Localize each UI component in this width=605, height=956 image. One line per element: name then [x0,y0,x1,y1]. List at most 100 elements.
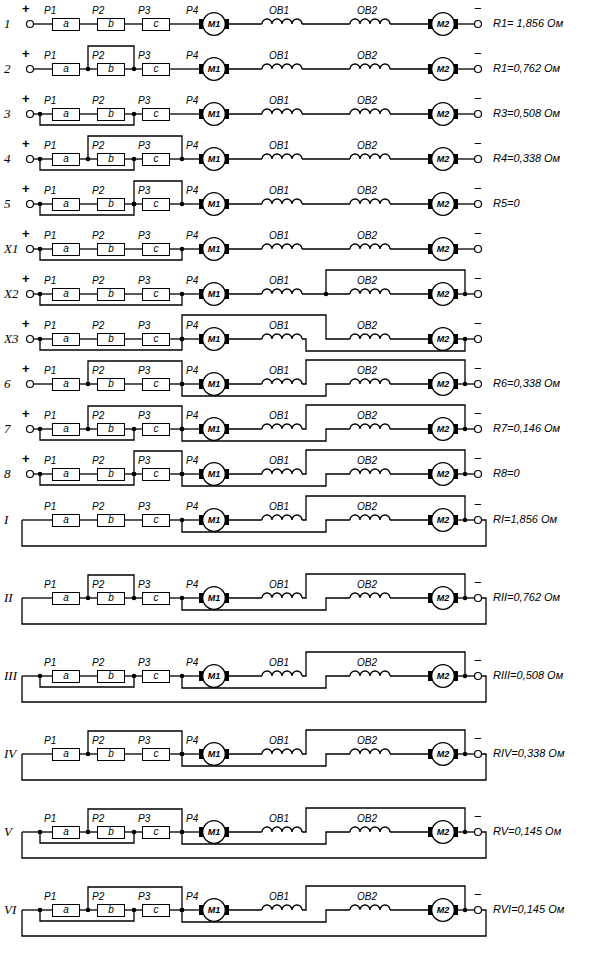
terminal [27,21,34,28]
winding-label: ОВ2 [356,501,378,512]
contactor-label: P2 [91,735,105,746]
resistor-name: a [63,244,69,254]
series-wire [80,248,97,249]
terminal [475,21,482,28]
series-wire [170,753,202,754]
series-wire [170,293,202,294]
junction-dot [38,830,43,835]
field-winding [350,671,390,676]
wire [229,675,262,676]
resistor-box: b [97,333,125,346]
motor-circle: M1 [202,282,226,306]
terminal [27,291,34,298]
terminal [475,291,482,298]
row-number: X1 [3,242,19,256]
series-wire [125,68,142,69]
resistor-name: c [154,154,159,164]
wire [458,158,475,159]
contactor-label: P1 [43,501,57,512]
resistor-box: a [52,378,80,391]
resistor-box: c [142,18,170,31]
motor-outline [432,13,455,36]
motor-circle: M1 [202,417,226,441]
winding-label: ОВ1 [268,501,290,512]
series-wire [80,158,97,159]
motor-outline [432,193,455,216]
motor-circle: M1 [202,742,226,766]
wire [390,753,428,754]
series-wire [80,675,97,676]
wire [34,473,53,474]
row-number: III [3,669,18,683]
wire [22,832,486,858]
resistor-name: c [154,334,159,344]
field-winding [262,109,302,114]
wire [229,338,262,339]
polarity-sign: − [473,3,483,15]
motor-name: M1 [208,827,221,837]
motor-outline [203,13,226,36]
motor-circle: M2 [431,147,455,171]
wire [390,519,428,520]
series-wire [170,68,202,69]
polarity-sign: + [21,318,31,330]
wire [22,520,486,546]
terminal [27,471,34,478]
junction-dot [463,292,468,297]
junction-dot [38,472,43,477]
wire [229,113,262,114]
resistor-name: c [154,671,159,681]
contactor-label: P1 [43,140,57,151]
wire [229,203,262,204]
wire [302,68,350,69]
field-winding [262,64,302,69]
wire [34,338,53,339]
motor-outline [203,821,226,844]
wire [34,383,53,384]
resistor-box: a [52,63,80,76]
row-number: 3 [3,107,12,121]
series-wire [125,519,142,520]
motor-circle: M2 [431,57,455,81]
polarity-sign: − [473,577,483,589]
field-winding [350,469,390,474]
junction-dot [38,202,43,207]
contactor-label: P3 [137,230,151,241]
motor-circle: M2 [431,462,455,486]
junction-dot [463,830,468,835]
field-winding [262,515,302,520]
resistor-box: c [142,378,170,391]
resistor-name: b [108,671,114,681]
resistor-name: a [63,19,69,29]
junction-dot [463,752,468,757]
contactor-label: P3 [137,410,151,421]
winding-label: ОВ1 [268,657,290,668]
wire [390,113,428,114]
motor-name: M1 [208,469,221,479]
motor-name: M2 [437,379,450,389]
wire [390,675,428,676]
resistor-name: c [154,19,159,29]
contactor-label: P3 [137,735,151,746]
series-wire [170,338,202,339]
motor-name: M1 [208,905,221,915]
resistor-box: c [142,423,170,436]
field-winding [350,19,390,24]
wire [302,248,350,249]
motor-name: M2 [437,749,450,759]
contactor-label: P4 [185,813,199,824]
field-winding [350,905,390,910]
motor-name: M1 [208,289,221,299]
terminal [27,426,34,433]
terminal [475,673,482,680]
junction-dot [38,112,43,117]
resistance-value: R5=0 [492,197,521,210]
motor-circle: M1 [202,192,226,216]
motor-circle: M1 [202,898,226,922]
series-wire [80,428,97,429]
wire [22,519,52,520]
junction-dot [463,518,468,523]
series-wire [170,831,202,832]
series-wire [170,473,202,474]
row-number: 1 [3,17,12,31]
